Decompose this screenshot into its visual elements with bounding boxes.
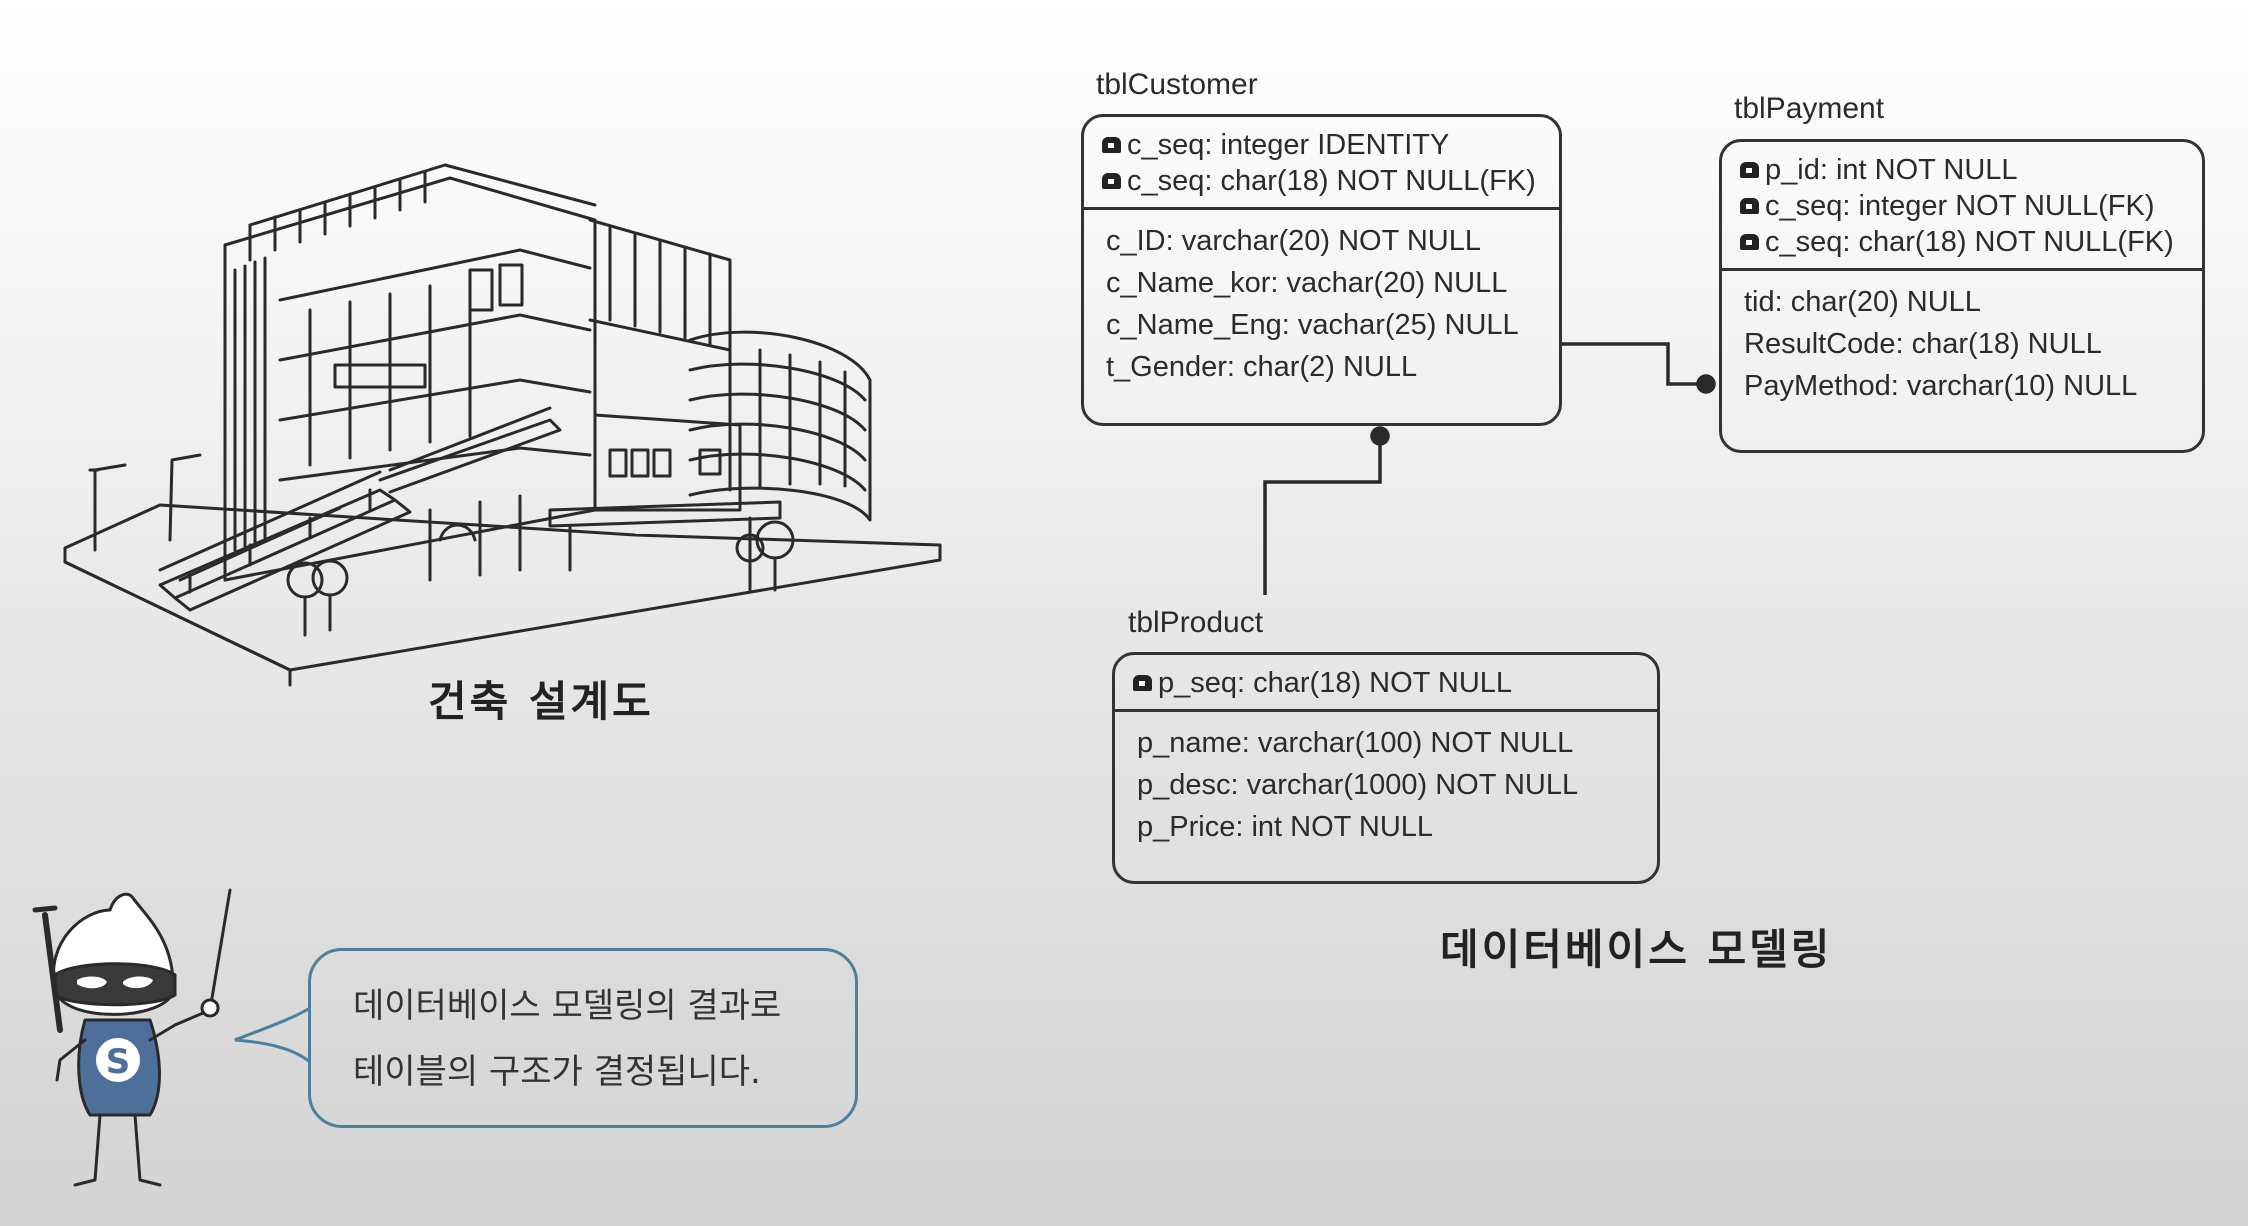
payment-key-section: p_id: int NOT NULL c_seq: integer NOT NU… xyxy=(1722,142,2202,271)
payment-attr-row: ResultCode: char(18) NULL xyxy=(1744,328,2102,360)
product-attr-row: p_Price: int NOT NULL xyxy=(1137,811,1434,843)
mascot-badge: S xyxy=(105,1042,131,1082)
customer-attr-row: c_Name_kor: vachar(20) NULL xyxy=(1106,267,1508,299)
speech-line-2: 테이블의 구조가 결정됩니다. xyxy=(353,1052,761,1092)
building-caption: 건축 설계도 xyxy=(428,677,654,726)
customer-key-row: c_seq: char(18) NOT NULL(FK) xyxy=(1102,163,1545,199)
entity-product: p_seq: char(18) NOT NULL p_name: varchar… xyxy=(1112,652,1660,884)
speech-text: 데이터베이스 모델링의 결과로 테이블의 구조가 결정됩니다. xyxy=(353,973,781,1105)
product-attr-section: p_name: varchar(100) NOT NULL p_desc: va… xyxy=(1115,712,1657,856)
model-caption: 데이터베이스 모델링 xyxy=(1440,925,1833,974)
customer-attr-row: c_ID: varchar(20) NOT NULL xyxy=(1106,225,1481,257)
customer-attr-section: c_ID: varchar(20) NOT NULL c_Name_kor: v… xyxy=(1084,210,1559,396)
speech-bubble: 데이터베이스 모델링의 결과로 테이블의 구조가 결정됩니다. xyxy=(308,948,858,1128)
payment-attr-row: PayMethod: varchar(10) NULL xyxy=(1744,370,2138,402)
speech-bubble-tail xyxy=(234,1006,311,1064)
table-name-customer: tblCustomer xyxy=(1096,68,1258,101)
customer-key-section: c_seq: integer IDENTITY c_seq: char(18) … xyxy=(1084,117,1559,210)
building-sketch xyxy=(63,163,942,687)
key-icon xyxy=(1102,173,1121,189)
product-key-row: p_seq: char(18) NOT NULL xyxy=(1133,665,1643,701)
product-key-section: p_seq: char(18) NOT NULL xyxy=(1115,655,1657,712)
key-icon xyxy=(1102,137,1121,153)
customer-attr-row: t_Gender: char(2) NULL xyxy=(1106,351,1418,383)
key-icon xyxy=(1133,675,1152,691)
payment-attr-row: tid: char(20) NULL xyxy=(1744,286,1981,318)
customer-product-link xyxy=(1263,428,1382,595)
payment-key-row: p_id: int NOT NULL xyxy=(1740,152,2188,188)
product-link-end-dot xyxy=(1370,426,1390,446)
entity-payment: p_id: int NOT NULL c_seq: integer NOT NU… xyxy=(1719,139,2205,453)
payment-key-row: c_seq: char(18) NOT NULL(FK) xyxy=(1740,224,2188,260)
key-icon xyxy=(1740,162,1759,178)
entity-customer: c_seq: integer IDENTITY c_seq: char(18) … xyxy=(1081,114,1562,426)
payment-key-row: c_seq: integer NOT NULL(FK) xyxy=(1740,188,2188,224)
payment-attr-section: tid: char(20) NULL ResultCode: char(18) … xyxy=(1722,271,2202,415)
speech-line-1: 데이터베이스 모델링의 결과로 xyxy=(353,986,782,1026)
table-name-payment: tblPayment xyxy=(1734,92,1885,125)
table-name-product: tblProduct xyxy=(1128,606,1264,639)
mascot-character xyxy=(32,888,232,1187)
customer-key-row: c_seq: integer IDENTITY xyxy=(1102,127,1545,163)
key-icon xyxy=(1740,234,1759,250)
product-attr-row: p_name: varchar(100) NOT NULL xyxy=(1137,727,1574,759)
customer-payment-link xyxy=(1562,342,1706,386)
key-icon xyxy=(1740,198,1759,214)
product-attr-row: p_desc: varchar(1000) NOT NULL xyxy=(1137,769,1579,801)
payment-link-end-dot xyxy=(1696,374,1716,394)
customer-attr-row: c_Name_Eng: vachar(25) NULL xyxy=(1106,309,1519,341)
